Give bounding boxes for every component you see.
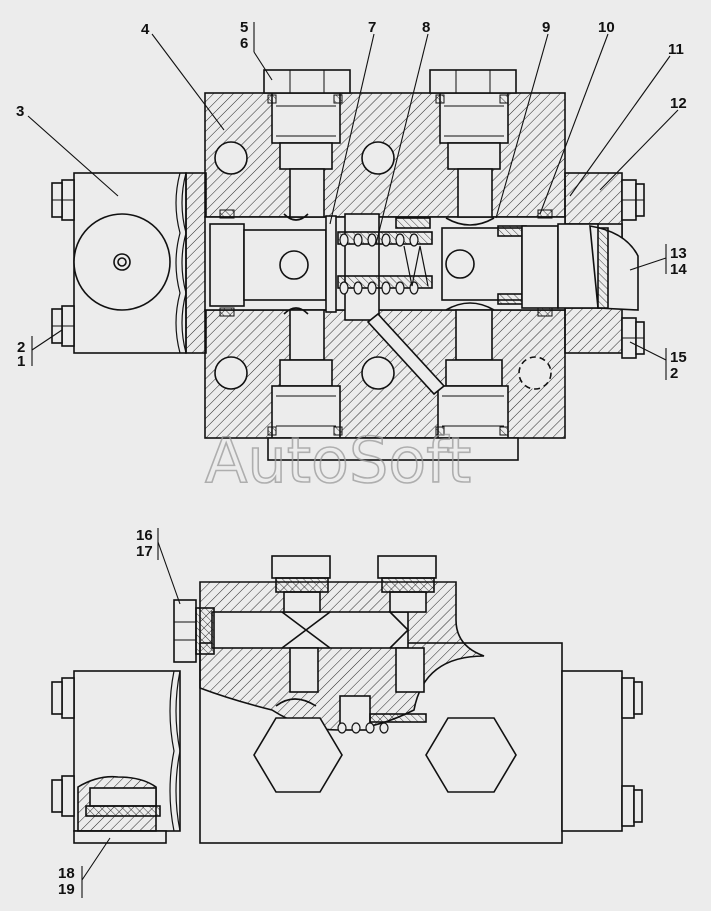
callout-1: 1 [17,353,25,370]
upper-right-port [439,92,509,218]
callout-2-right: 2 [670,365,678,382]
callout-4: 4 [141,21,150,38]
leader-lines [27,22,679,898]
bottom-plug-tab [267,437,519,461]
callout-19: 19 [58,881,75,898]
callout-16: 16 [136,527,153,544]
upper-left-port [271,92,341,218]
right-hex-nut-upper [621,179,645,221]
right-cap [557,223,639,311]
callout-10: 10 [598,19,615,36]
callout-6: 6 [240,35,248,52]
lower-right-port [437,309,509,439]
lower-left-port [271,309,341,439]
drilled-passage [366,312,446,396]
callout-13: 13 [670,245,687,262]
body-holes [214,141,552,390]
callout-17: 17 [136,543,153,560]
callout-3: 3 [16,103,24,120]
callout-11: 11 [668,41,684,58]
watermark-text: AutoSoft [205,424,471,497]
bottom-exterior-view [51,555,643,844]
spool [209,213,337,315]
right-spool [441,217,559,311]
left-hex-nut-lower [51,305,75,347]
spring-assembly [337,213,433,321]
top-plug-right [429,69,517,94]
callout-2-left: 2 [17,339,25,356]
callout-12: 12 [670,95,687,112]
side-fitting [173,599,197,663]
solenoid-housing [73,172,187,354]
hex-boss-left [253,717,343,793]
callout-7: 7 [368,19,376,36]
callout-18: 18 [58,865,75,882]
top-plug-left [263,69,351,94]
top-section-view [51,69,645,461]
callout-9: 9 [542,19,550,36]
left-hex-nut-upper [51,179,75,221]
callout-5: 5 [240,19,248,36]
right-hex-nut-lower [621,317,645,359]
seal-rings [219,94,553,436]
hex-boss-right [425,717,517,793]
callout-15: 15 [670,349,687,366]
callout-8: 8 [422,19,430,36]
callout-labels: 1 2 3 4 5 6 7 8 9 10 11 12 13 14 15 2 16… [16,19,687,898]
callout-14: 14 [670,261,687,278]
